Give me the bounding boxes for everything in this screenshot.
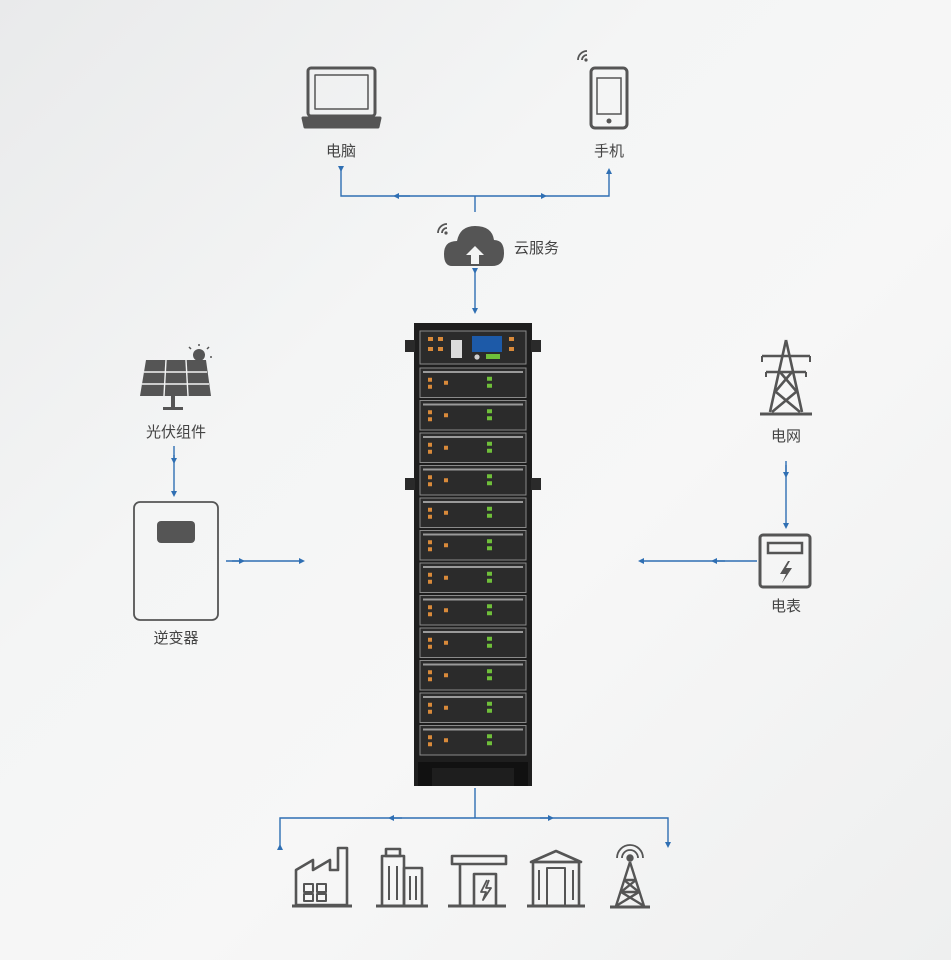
top-split-line [338,166,612,197]
module-indicator [487,741,492,746]
module-indicator [487,669,492,674]
battery-module [419,725,527,756]
module-terminal [428,579,432,584]
battery-module [419,692,527,723]
module-indicator [487,546,492,551]
module-terminal [428,735,432,740]
module-terminal [428,644,432,649]
battery-module [419,497,527,528]
module-terminal [428,377,432,382]
module-terminal [444,575,448,580]
inverter-icon [133,501,219,621]
battery-module [419,530,527,561]
module-terminal [428,670,432,675]
module-terminal [444,673,448,678]
module-terminal [428,547,432,552]
module-indicator [487,376,492,381]
grid-label: 电网 [770,427,802,445]
module-terminal [444,738,448,743]
module-terminal [444,705,448,710]
module-terminal [428,702,432,707]
module-terminal [428,417,432,422]
module-terminal [428,507,432,512]
module-indicator [487,513,492,518]
battery-module [419,465,527,496]
office-building-icon [376,847,428,908]
module-terminal [444,413,448,418]
battery-module [419,562,527,593]
module-indicator [487,701,492,706]
signal-tower-icon [610,844,650,909]
module-indicator [487,708,492,713]
module-indicator [487,578,492,583]
module-indicator [487,409,492,414]
module-indicator [487,604,492,609]
battery-module [419,595,527,626]
module-indicator [487,571,492,576]
module-terminal [428,475,432,480]
module-terminal [444,380,448,385]
module-indicator [487,474,492,479]
module-indicator [487,481,492,486]
module-terminal [428,482,432,487]
factory-icon [292,846,352,908]
module-terminal [444,608,448,613]
module-terminal [428,612,432,617]
transmission-tower-icon [760,339,812,416]
battery-module [419,432,527,463]
module-terminal [428,677,432,682]
module-terminal [444,543,448,548]
smartphone-icon [577,50,629,130]
connection-lines [171,166,789,850]
battery-modules [419,367,527,756]
pv-label: 光伏组件 [145,423,207,441]
module-terminal [428,449,432,454]
module-indicator [487,441,492,446]
module-indicator [487,611,492,616]
module-terminal [444,510,448,515]
laptop-icon [301,66,382,129]
module-terminal [428,572,432,577]
module-terminal [428,540,432,545]
module-indicator [487,416,492,421]
module-indicator [487,539,492,544]
battery-module [419,400,527,431]
module-terminal [444,445,448,450]
battery-control-unit [419,330,527,365]
inverter-label: 逆变器 [153,629,199,647]
phone-label: 手机 [593,142,625,160]
module-terminal [428,605,432,610]
electric-meter-icon [758,533,812,589]
meter-label: 电表 [770,597,802,615]
cloud-upload-icon [437,223,504,266]
module-indicator [487,448,492,453]
module-terminal [428,442,432,447]
module-terminal [428,637,432,642]
module-terminal [428,709,432,714]
computer-label: 电脑 [325,142,357,160]
solar-panel-icon [140,344,212,410]
module-indicator [487,383,492,388]
module-terminal [428,742,432,747]
module-indicator [487,676,492,681]
battery-rack-icon [405,323,541,786]
cloud-label: 云服务 [514,239,560,257]
module-indicator [487,643,492,648]
government-building-icon [527,849,585,908]
battery-module [419,660,527,691]
module-terminal [444,640,448,645]
battery-module [419,367,527,398]
module-indicator [487,506,492,511]
battery-module [419,627,527,658]
module-terminal [444,478,448,483]
module-indicator [487,636,492,641]
module-terminal [428,514,432,519]
bottom-split-line [277,817,671,850]
gas-station-icon [448,854,508,908]
module-indicator [487,734,492,739]
module-terminal [428,384,432,389]
module-terminal [428,410,432,415]
